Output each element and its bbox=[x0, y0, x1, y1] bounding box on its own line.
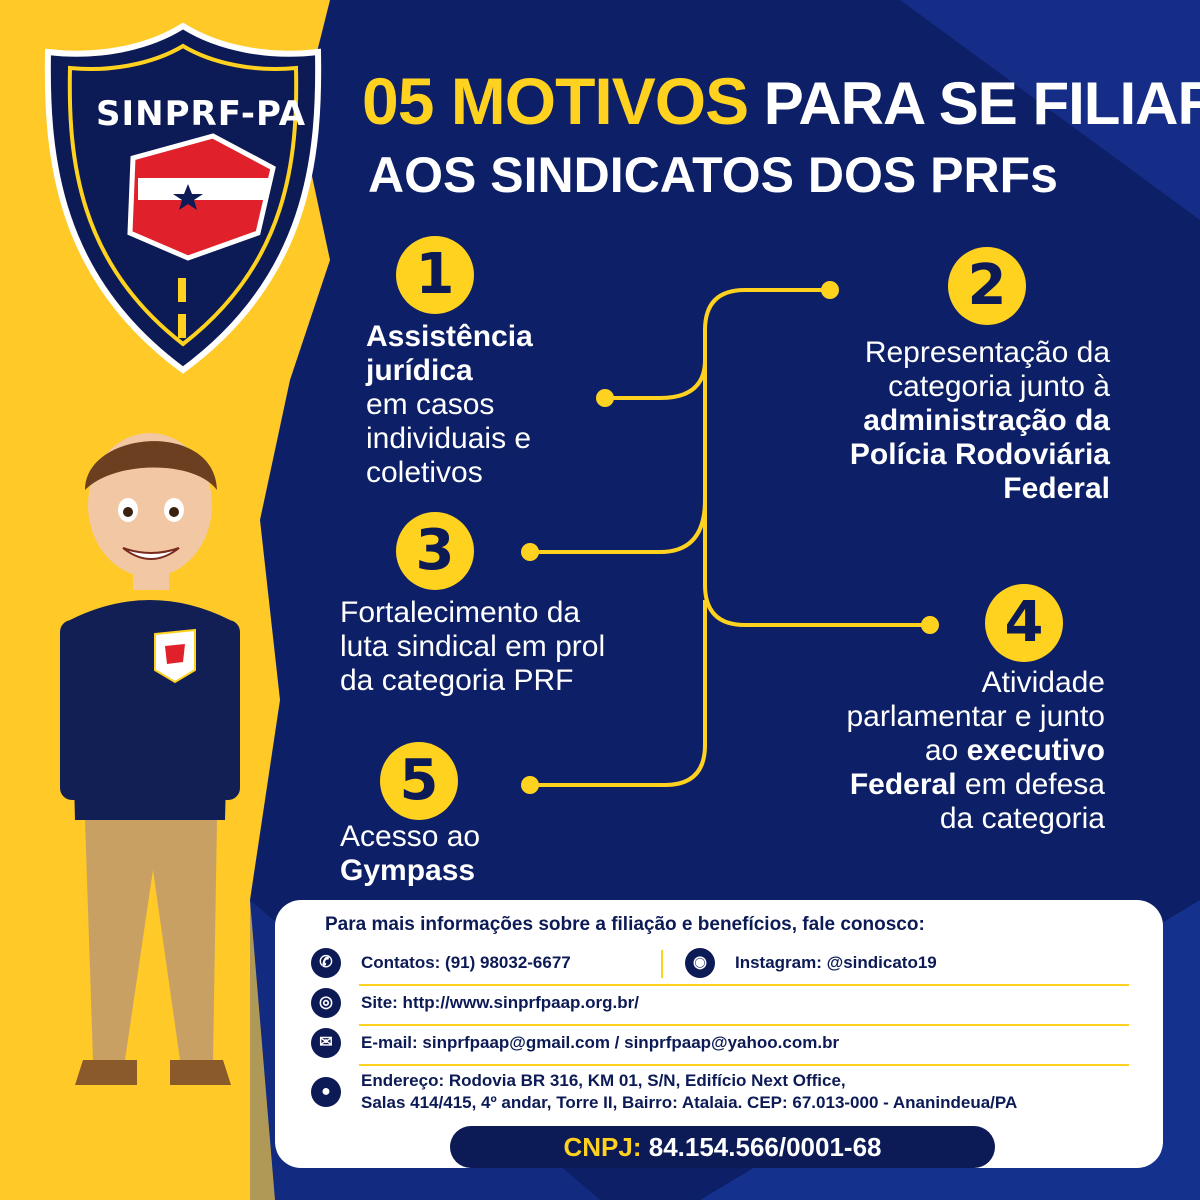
reason-3-number: 3 bbox=[396, 512, 474, 590]
location-icon: ● bbox=[311, 1077, 341, 1107]
reason-3-text: Fortalecimento da luta sindical em prol … bbox=[340, 596, 606, 697]
phone-icon: ✆ bbox=[311, 948, 341, 978]
sinprf-logo: SINPRF-PA bbox=[38, 18, 328, 378]
contact-card: Para mais informações sobre a filiação e… bbox=[275, 900, 1163, 1168]
reason-5-desc: Acesso ao bbox=[340, 820, 481, 853]
divider bbox=[359, 984, 1129, 986]
cnpj-bar: CNPJ: 84.154.566/0001-68 bbox=[450, 1126, 995, 1168]
reason-5-text: Acesso ao Gympass bbox=[340, 820, 540, 888]
reason-4-number: 4 bbox=[985, 584, 1063, 662]
reason-2-bold: administração da Polícia Rodoviária Fede… bbox=[849, 404, 1110, 505]
reason-5-number: 5 bbox=[380, 742, 458, 820]
contact-instagram[interactable]: Instagram: @sindicato19 bbox=[735, 953, 937, 972]
reason-1-text: Assistência jurídica em casos individuai… bbox=[366, 320, 576, 490]
contact-address: Endereço: Rodovia BR 316, KM 01, S/N, Ed… bbox=[361, 1070, 1017, 1114]
divider bbox=[661, 950, 663, 978]
contact-address-row: ● Endereço: Rodovia BR 316, KM 01, S/N, … bbox=[311, 1070, 1017, 1114]
reason-1-desc: em casos individuais e coletivos bbox=[366, 388, 532, 489]
title-rest: PARA SE FILIAR bbox=[763, 70, 1200, 137]
contact-instagram-row[interactable]: ◉ Instagram: @sindicato19 bbox=[685, 948, 937, 978]
reason-5-bold: Gympass bbox=[340, 854, 476, 887]
reason-2-number: 2 bbox=[948, 247, 1026, 325]
reason-4-text: Atividade parlamentar e junto ao executi… bbox=[820, 666, 1106, 836]
divider bbox=[359, 1024, 1129, 1026]
cnpj-label: CNPJ: bbox=[563, 1132, 642, 1162]
reason-1-number: 1 bbox=[396, 236, 474, 314]
instagram-icon: ◉ bbox=[685, 948, 715, 978]
reason-4-desc-b: em defesa da categoria bbox=[939, 768, 1105, 835]
contact-email-row[interactable]: ✉ E-mail: sinprfpaap@gmail.com / sinprfp… bbox=[311, 1028, 839, 1058]
address-line-1: Endereço: Rodovia BR 316, KM 01, S/N, Ed… bbox=[361, 1071, 846, 1090]
globe-icon: ◎ bbox=[311, 988, 341, 1018]
reason-2-desc: Representação da categoria junto à bbox=[864, 336, 1110, 403]
logo-text: SINPRF-PA bbox=[96, 94, 307, 134]
title-highlight: 05 MOTIVOS bbox=[362, 64, 749, 138]
contact-heading: Para mais informações sobre a filiação e… bbox=[325, 914, 925, 935]
address-line-2: Salas 414/415, 4º andar, Torre II, Bairr… bbox=[361, 1093, 1018, 1112]
contact-email[interactable]: E-mail: sinprfpaap@gmail.com / sinprfpaa… bbox=[361, 1033, 840, 1052]
reason-1-bold: Assistência jurídica bbox=[366, 320, 533, 387]
contact-phone-row[interactable]: ✆ Contatos: (91) 98032-6677 bbox=[311, 948, 571, 978]
mascot-illustration bbox=[45, 420, 255, 1100]
cnpj-value: 84.154.566/0001-68 bbox=[648, 1132, 882, 1162]
contact-site[interactable]: Site: http://www.sinprfpaap.org.br/ bbox=[361, 993, 639, 1012]
mail-icon: ✉ bbox=[311, 1028, 341, 1058]
reason-2-text: Representação da categoria junto à admin… bbox=[800, 336, 1110, 506]
divider bbox=[359, 1064, 1129, 1066]
page-title-line2: AOS SINDICATOS DOS PRFs bbox=[368, 147, 1058, 203]
contact-site-row[interactable]: ◎ Site: http://www.sinprfpaap.org.br/ bbox=[311, 988, 639, 1018]
contact-phone[interactable]: Contatos: (91) 98032-6677 bbox=[361, 953, 571, 972]
page-title-line1: 05 MOTIVOS PARA SE FILIAR bbox=[362, 68, 1200, 134]
reason-4-bold: executivo Federal bbox=[849, 734, 1105, 801]
reason-4-desc-a: Atividade parlamentar e junto ao bbox=[846, 666, 1106, 767]
